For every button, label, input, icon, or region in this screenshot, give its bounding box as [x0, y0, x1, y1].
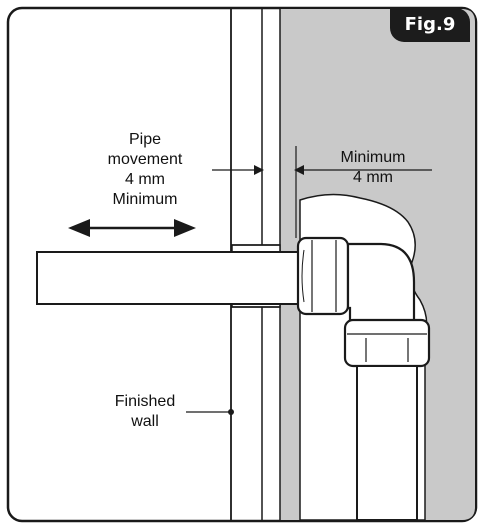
elbow-body: [346, 242, 416, 324]
figure-number-badge: Fig.9: [390, 8, 470, 42]
pipe-movement-label: Pipe movement 4 mm Minimum: [107, 131, 183, 208]
vertical-pipe: [356, 365, 418, 521]
horizontal-pipe: [36, 251, 300, 305]
minimum-gap-label: Minimum 4 mm: [340, 149, 406, 186]
fitting-collar: [296, 236, 350, 316]
finished-wall-label: Finished wall: [114, 393, 176, 430]
fitting-lower-collar: [343, 318, 431, 368]
